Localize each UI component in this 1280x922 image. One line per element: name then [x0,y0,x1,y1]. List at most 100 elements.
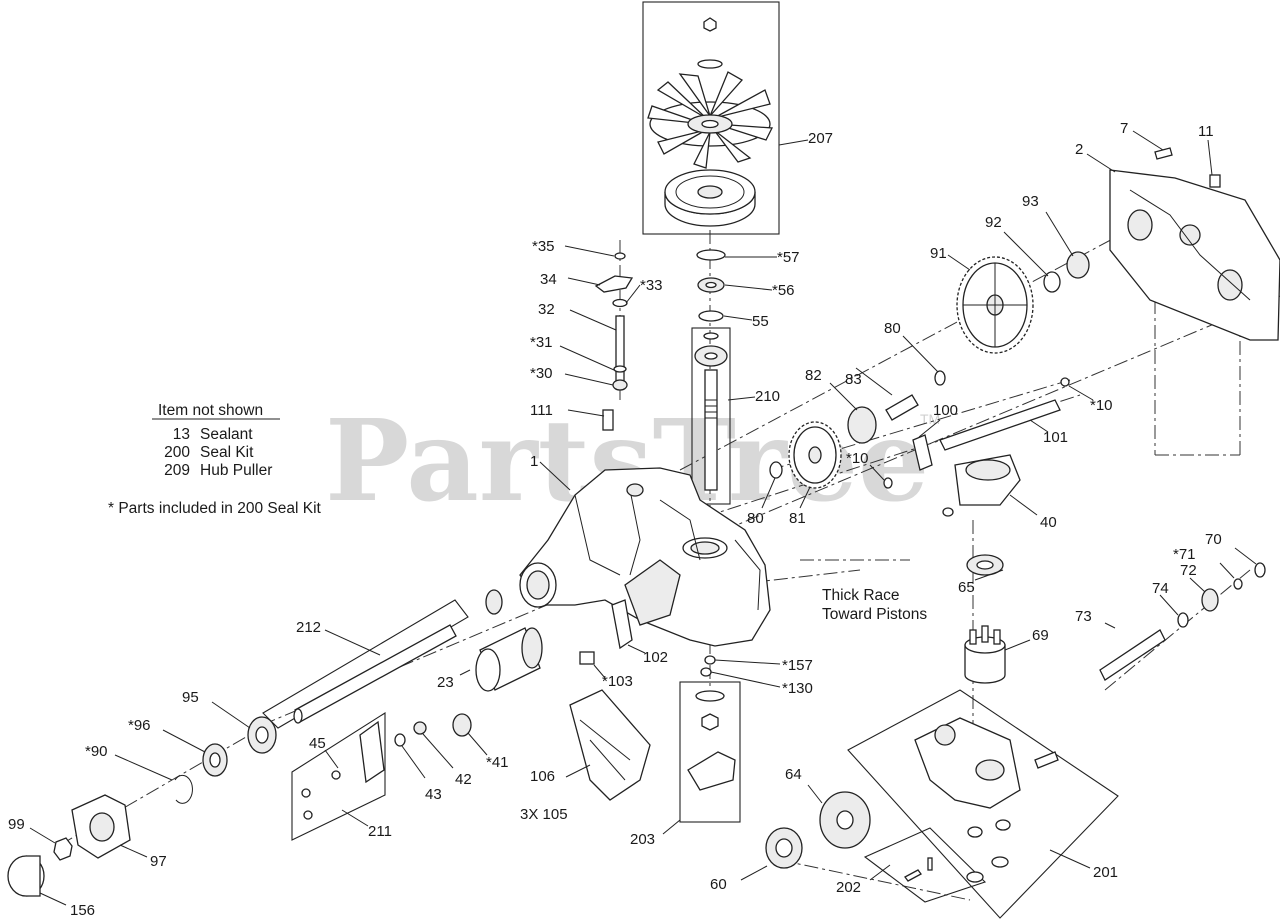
callout-label: *103 [602,673,633,690]
callout-label: 210 [755,388,780,405]
part-156-cap [7,855,45,897]
part-57-ring [696,249,726,261]
part-40 [942,454,1021,517]
part-35 [614,252,626,260]
part-71 [1233,578,1243,590]
part-91-gear [956,256,1034,354]
callout-label: 106 [530,768,555,785]
kit-203-parts [687,655,736,791]
part-42 [413,721,427,735]
callout-label: 111 [530,402,553,419]
callout-label: 23 [437,674,454,691]
callout-label: 203 [630,831,655,848]
leader-lines [29,130,1257,906]
part-80-washer [934,370,946,386]
part-70 [1254,562,1266,578]
part-seal-212 [485,589,503,615]
callout-label: 101 [1043,429,1068,446]
part-207-fan-pulley [647,17,774,227]
part-10b [883,477,893,489]
callout-label: 2 [1075,141,1083,158]
part-30-seal [612,379,628,391]
bracket-parts [579,599,633,665]
part-1-housing [519,467,771,647]
callout-label: 73 [1075,608,1092,625]
part-90-ring [174,774,193,804]
callout-label: 64 [785,766,802,783]
part-2-cover [1109,169,1280,341]
part-11-plug [1209,174,1221,188]
callout-label: 211 [368,823,392,840]
part-130 [700,667,712,677]
part-60-bearing [765,827,803,869]
part-101-shaft [939,399,1061,451]
gear-train [769,147,1280,489]
callout-label: *96 [128,717,151,734]
part-73-shaft [1099,629,1166,681]
axle-end-parts [7,716,277,897]
callout-label: *57 [777,249,800,266]
callout-label: *157 [782,657,813,674]
callout-label: *33 [640,277,663,294]
callout-label: 91 [930,245,947,262]
part-99-nut [53,837,73,861]
callout-label: 55 [752,313,769,330]
callout-label: 43 [425,786,442,803]
callout-label: 82 [805,367,822,384]
callout-label: 72 [1180,562,1197,579]
callout-label: *35 [532,238,555,255]
part-55-ring [698,310,724,322]
callout-label: *10 [846,450,869,467]
piston-note-line2: Toward Pistons [822,606,927,623]
callout-label: 207 [808,130,833,147]
callout-label: 212 [296,619,321,636]
axle-box [262,599,469,729]
part-69-block [964,625,1006,684]
callout-label: 92 [985,214,1002,231]
legend-item-num: 209 [164,462,190,479]
callout-label: 102 [643,649,668,666]
callout-label: 80 [884,320,901,337]
callout-label: *30 [530,365,553,382]
callout-label: 42 [455,771,472,788]
callout-label: 69 [1032,627,1049,644]
part-157 [704,655,716,665]
callout-label: *90 [85,743,108,760]
piston-note-line1: Thick Race [822,587,900,604]
part-72-gear [1201,588,1219,612]
part-97-hub [71,794,131,859]
part-102 [611,599,633,650]
callout-label: 99 [8,816,25,833]
callout-label: 34 [540,271,557,288]
part-80b-washer [769,461,783,479]
legend-item-desc: Seal Kit [200,444,254,461]
callout-label: 201 [1093,864,1118,881]
legend-heading: Item not shown [158,402,263,419]
part-41 [452,713,472,737]
part-201-center-section [904,717,1059,883]
callout-label: 80 [747,510,764,527]
legend-item-num: 13 [173,426,190,443]
part-74-washer [1177,612,1189,628]
legend-footnote: * Parts included in 200 Seal Kit [108,500,322,517]
legend: Item not shown 13 Sealant 200 Seal Kit 2… [108,402,322,517]
callout-label: 60 [710,876,727,893]
callout-label: 1 [530,453,538,470]
legend-item-desc: Hub Puller [200,462,272,479]
callout-label: *10 [1090,397,1113,414]
input-shaft-box [691,327,731,505]
part-34-arm [594,275,634,293]
part-83-shaft [885,394,919,421]
callout-label: 65 [958,579,975,596]
callout-label: *31 [530,334,553,351]
part-81-gear [788,421,842,489]
callout-label: 32 [538,301,555,318]
callout-label: 70 [1205,531,1222,548]
callout-label: 40 [1040,514,1057,531]
callout-label: *56 [772,282,795,299]
piston-note: Thick Race Toward Pistons [822,587,927,623]
part-210-shaft [704,369,718,491]
callout-label: *71 [1173,546,1196,563]
part-64-motor-block [819,791,871,849]
